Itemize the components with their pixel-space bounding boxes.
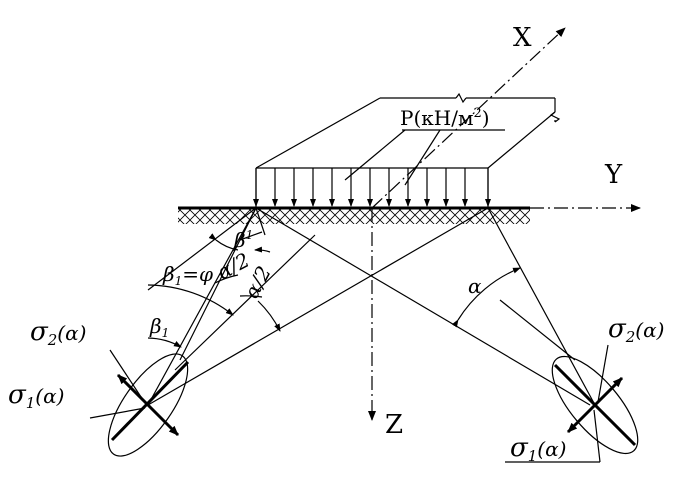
left-angle-arcs [147,231,281,348]
sigma2-left-label: σ2(α) [30,317,86,349]
left-stress-ellipse [89,349,190,457]
axis-y-label: Y [604,160,623,190]
sigma1-left-label: σ1(α) [8,380,64,412]
load-arrows [253,168,491,207]
ground-surface [178,206,530,224]
axis-x-label: X [513,23,532,53]
sigma1-right-label: σ1(α) [510,433,566,465]
load-label-leaders [344,129,505,186]
right-stress-ellipse [551,344,639,463]
alpha-label: α [468,274,482,298]
load-label: P(кН/м2) [400,106,490,130]
axis-z-label: Z [385,410,403,440]
left-edge-rays [147,207,591,406]
right-angle-arc [451,267,521,328]
beta1-top-label: β1 [233,228,253,252]
x-axis [371,27,566,209]
sigma2-right-label: σ2(α) [608,314,664,346]
beta1-phi-label: β1=φ [162,262,213,288]
beta1-lower-label: β1 [149,314,169,340]
